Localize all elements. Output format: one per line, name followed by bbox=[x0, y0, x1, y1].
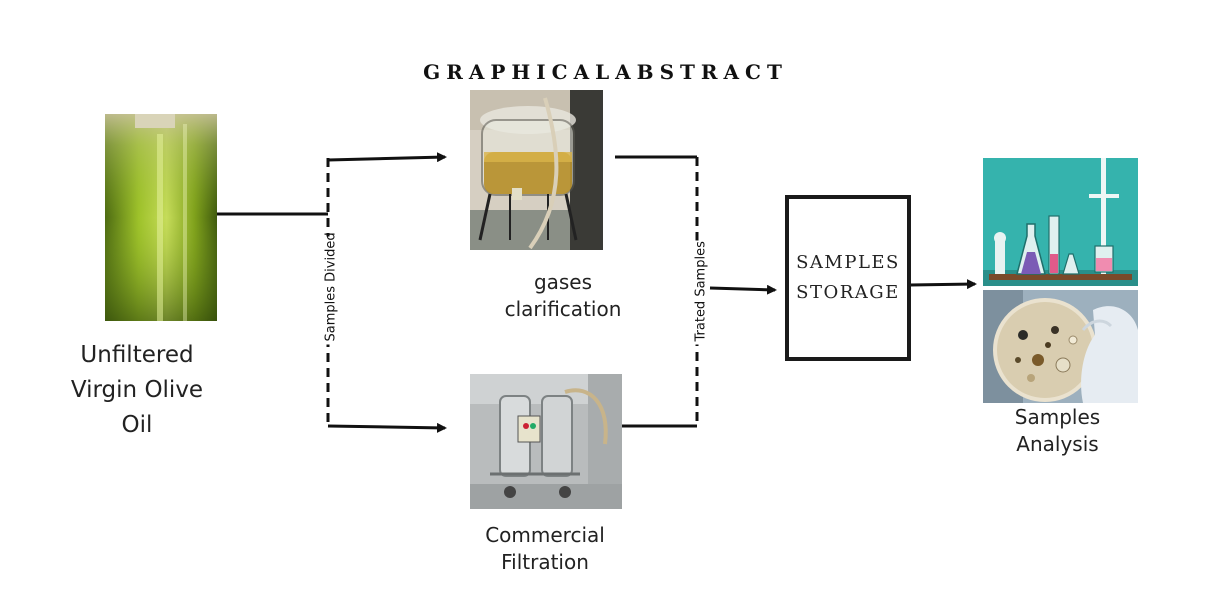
lab-glassware-icon bbox=[983, 158, 1138, 286]
samples-analysis-label: Samples Analysis bbox=[1014, 405, 1101, 456]
filtration-machine-icon bbox=[470, 374, 622, 509]
samples-storage-box: SAMPLES STORAGE bbox=[785, 195, 911, 361]
treated-samples-label: Trated Samples bbox=[693, 240, 709, 345]
petri-dish-icon bbox=[983, 290, 1138, 403]
commercial-filtration-label: Commercial Filtration bbox=[485, 523, 605, 574]
gases-clarification-label: gases clarification bbox=[504, 270, 622, 321]
storage-label-line2: STORAGE bbox=[796, 282, 900, 303]
samples-divided-label: Samples Divided bbox=[323, 232, 339, 345]
storage-label-line1: SAMPLES bbox=[796, 252, 900, 273]
steel-filtration-machine-photo bbox=[470, 374, 622, 509]
olive-oil-bottle-photo bbox=[105, 114, 217, 321]
glass-vessel-icon bbox=[470, 90, 603, 250]
graphical-abstract-title: GRAPHICALABSTRACT bbox=[423, 60, 788, 84]
petri-dish-photo bbox=[983, 290, 1138, 403]
arrow-to-storage bbox=[709, 284, 777, 295]
olive-oil-bottle-icon bbox=[105, 114, 217, 321]
lab-glassware-illustration bbox=[983, 158, 1138, 286]
arrow-to-filtration bbox=[327, 422, 447, 433]
glass-vessel-photo bbox=[470, 90, 603, 250]
arrow-to-analysis bbox=[909, 279, 977, 290]
source-label: Unfiltered Virgin Olive Oil bbox=[70, 342, 204, 438]
arrow-to-gases bbox=[327, 152, 447, 163]
